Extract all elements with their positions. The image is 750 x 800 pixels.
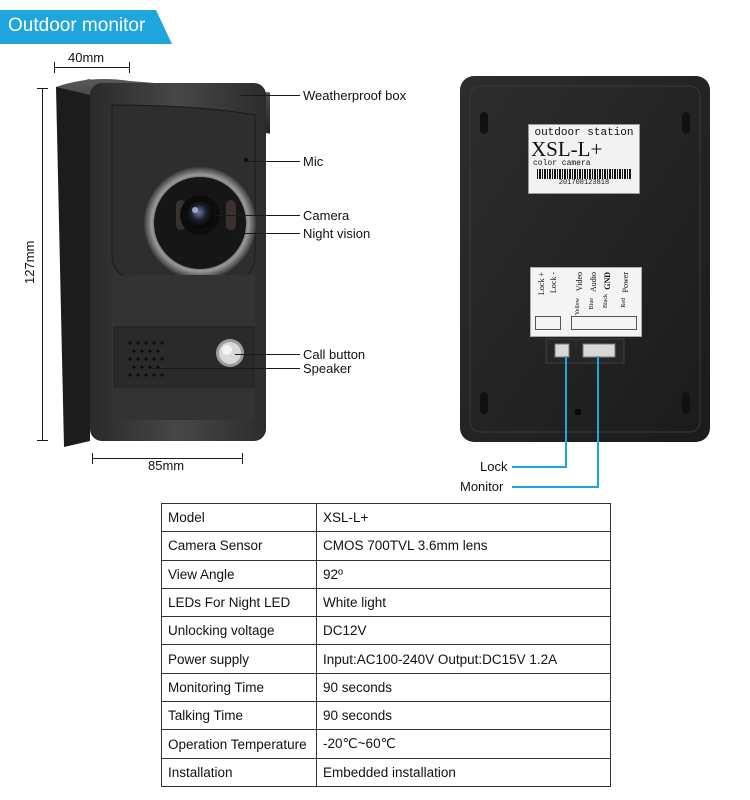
lock-label: Lock [480,459,508,474]
width-dimension-tick-left [92,453,93,464]
speaker-leader-line [150,368,300,369]
banner-title: Outdoor monitor [8,15,146,36]
spec-value: 90 seconds [316,672,611,703]
spec-value: CMOS 700TVL 3.6mm lens [316,531,611,561]
depth-dimension-line [54,67,130,68]
term-power: Power [621,272,630,293]
back-panel-image [460,76,710,442]
night-vision-label: Night vision [303,226,371,241]
width-dimension-tick-right [242,453,243,464]
spec-key: Talking Time [161,701,317,731]
lock-leader-vertical [565,356,567,466]
wiring-sticker: Lock + Lock - Video Yellow Audio Blue GN… [530,267,642,337]
sticker-serial: 201708123818 [558,179,610,187]
call-button-label: Call button [303,347,366,362]
sticker-barcode [537,169,631,179]
term-lock-minus: Lock - [549,272,558,294]
height-dimension-tick-bottom [37,440,48,441]
depth-dimension-tick-right [129,62,130,73]
lock-terminal-block [535,316,561,330]
spec-value: XSL-L+ [316,502,611,533]
camera-leader-line [215,215,300,216]
model-sticker: outdoor station XSL-L+ color camera 2017… [528,124,640,194]
mic-leader-line [246,161,300,162]
call-button-leader-line [235,354,300,355]
spec-key: Unlocking voltage [161,616,317,646]
term-gnd: GND [603,272,612,290]
spec-key: Camera Sensor [161,531,317,561]
monitor-label: Monitor [460,479,504,494]
height-dimension-label: 127mm [22,240,37,284]
spec-key: Installation [161,757,317,787]
depth-dimension-tick-left [54,62,55,73]
term-audio: Audio [589,272,598,292]
term-gnd-color: Black [603,294,609,308]
spec-value: 90 seconds [316,701,611,731]
table-row: Operation Temperature-20℃~60℃ [161,729,611,759]
sticker-model: XSL-L+ [531,137,603,161]
term-video: Video [575,272,584,292]
spec-value: DC12V [316,616,611,646]
depth-dimension-label: 40mm [68,50,105,65]
term-audio-color: Blue [589,298,595,310]
spec-key: View Angle [161,559,317,589]
signal-terminal-block [571,316,637,330]
width-dimension-line [92,458,243,459]
camera-label: Camera [303,208,350,223]
speaker-label: Speaker [303,361,352,376]
term-lock-plus: Lock + [537,272,546,295]
title-banner: Outdoor monitor [0,10,172,44]
night-vision-leader-line [235,233,300,234]
weatherproof-leader-line [240,95,300,96]
sticker-title: outdoor station [534,127,634,139]
spec-key: Model [161,502,317,533]
term-power-color: Red [621,298,627,308]
spec-key: Operation Temperature [161,729,317,759]
monitor-leader-vertical [597,356,599,487]
spec-value: Input:AC100-240V Output:DC15V 1.2A [316,644,611,674]
spec-value: Embedded installation [316,757,611,787]
sticker-subtitle: color camera [533,159,591,168]
weatherproof-box-label: Weatherproof box [303,88,407,103]
term-video-color: Yellow [575,298,581,316]
spec-value: 92º [316,559,611,589]
monitor-leader-horizontal [512,486,599,488]
width-dimension-label: 85mm [148,458,185,473]
spec-key: Power supply [161,644,317,674]
front-panel-image [56,79,270,447]
lock-leader-horizontal [512,466,567,468]
spec-key: LEDs For Night LED [161,587,317,618]
mic-label: Mic [303,154,324,169]
spec-value: White light [316,587,611,618]
spec-key: Monitoring Time [161,672,317,703]
height-dimension-line [42,88,43,440]
height-dimension-tick-top [37,88,48,89]
spec-value: -20℃~60℃ [316,729,611,759]
